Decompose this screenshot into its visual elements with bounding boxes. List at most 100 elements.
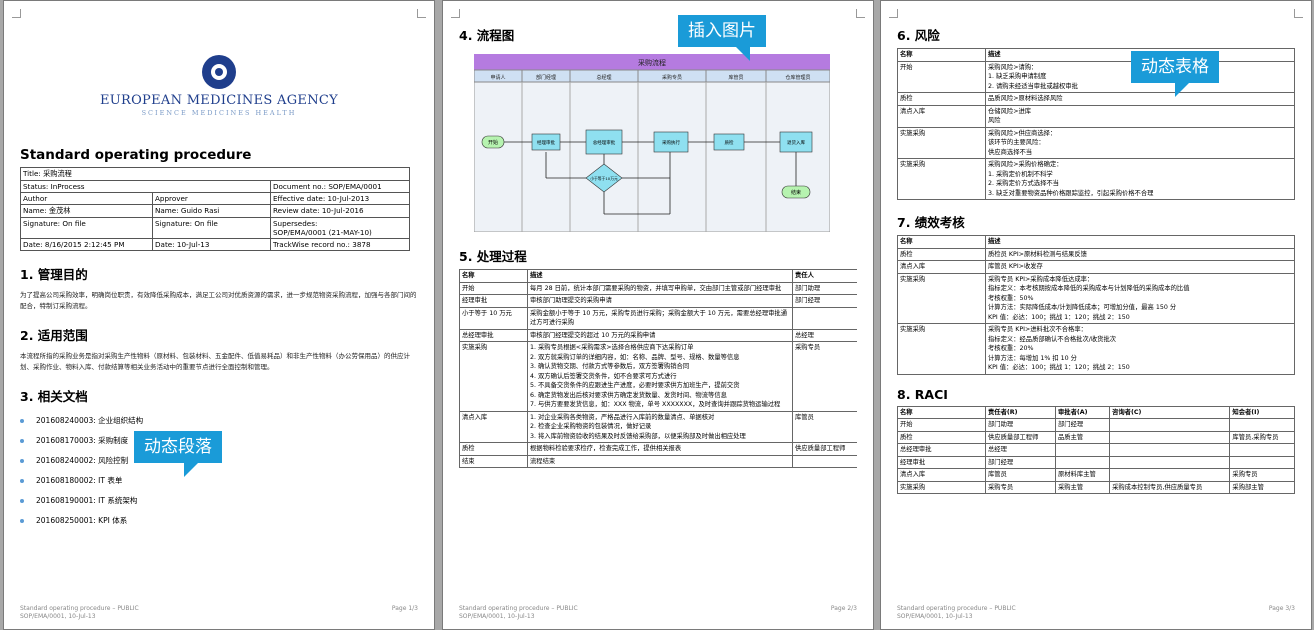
table-cell[interactable]: 采购成本控制专员,供应质量专员 <box>1109 480 1231 494</box>
table-cell[interactable]: 供应质量部工程师 <box>985 430 1056 444</box>
table-cell[interactable]: 经理审批 <box>459 294 528 308</box>
meta-sig1[interactable]: Signature: On file <box>20 217 153 239</box>
list-item[interactable]: 201608240002: 风险控制 <box>20 451 418 471</box>
table-cell[interactable] <box>1229 443 1295 457</box>
table-row: 结束流程结束 <box>459 454 857 468</box>
table-cell[interactable] <box>1109 430 1231 444</box>
table-cell[interactable]: 开始 <box>897 418 986 432</box>
table-cell[interactable]: 采购部主管 <box>1229 480 1295 494</box>
table-cell[interactable]: 采购风险>采购价格确定： 1. 采购定价机制不科学 2. 采购定价方式选择不当 … <box>985 158 1295 200</box>
table-cell[interactable]: 采购专员 <box>1229 468 1295 482</box>
meta-supersedes[interactable]: Supersedes:SOP/EMA/0001 (21-MAY-10) <box>270 217 410 239</box>
section-paragraph[interactable]: 为了提高公司采购效率，明确岗位职责，有效降低采购成本，满足工公司对优质资源的需求… <box>20 291 417 310</box>
table-cell[interactable]: 审核部门经理提交的超过 10 万元的采购申请 <box>527 328 793 342</box>
table-cell[interactable] <box>1054 443 1111 457</box>
table-cell[interactable]: 库管员 <box>792 410 857 443</box>
section-heading: 1. 管理目的 <box>20 267 88 282</box>
meta-date1[interactable]: Date: 8/16/2015 2:12:45 PM <box>20 238 153 251</box>
list-item[interactable]: 201608170003: 采购制度 <box>20 431 418 451</box>
table-cell[interactable]: 采购专员 <box>985 480 1056 494</box>
table-cell[interactable] <box>1109 443 1231 457</box>
table-cell[interactable]: 部门经理 <box>792 294 857 308</box>
table-cell[interactable]: 1. 采购专员根据<采购需求>选择合格供应商下达采购订单 2. 双方就采购订单的… <box>527 341 793 412</box>
table-cell[interactable]: 经理审批 <box>897 455 986 469</box>
table-cell[interactable] <box>1229 455 1295 469</box>
table-cell[interactable]: 实施采购 <box>897 323 986 375</box>
table-cell[interactable]: 实施采购 <box>459 341 528 412</box>
table-cell[interactable]: 库管员 KPI>收发存 <box>985 260 1295 274</box>
table-cell[interactable]: 采购风险>供应商选择： 该环节的主要风险： 供应商选择不当 <box>985 126 1295 159</box>
table-cell[interactable]: 清点入库 <box>897 260 986 274</box>
table-cell[interactable]: 结束 <box>459 454 528 468</box>
table-cell[interactable]: 清点入库 <box>897 104 986 128</box>
table-cell[interactable]: 实施采购 <box>897 126 986 159</box>
table-cell[interactable]: 采购金额小于等于 10 万元，采购专员进行采购；采购金额大于 10 万元，需要总… <box>527 306 793 330</box>
table-cell[interactable]: 质检 <box>897 430 986 444</box>
table-cell[interactable]: 清点入库 <box>459 410 528 443</box>
table-cell[interactable]: 质检 <box>459 442 528 456</box>
table-cell[interactable] <box>1054 455 1111 469</box>
flowchart-image[interactable]: 采购流程 申请人 部门经理 总经理 采购专员 库管员 仓库管理员 开始 经理审 <box>473 53 831 233</box>
table-cell[interactable] <box>792 454 857 468</box>
table-cell[interactable]: 实施采购 <box>897 272 986 324</box>
table-cell[interactable] <box>1109 418 1231 432</box>
table-cell[interactable]: 库管员,采购专员 <box>1229 430 1295 444</box>
table-cell[interactable]: 质检 <box>897 247 986 261</box>
section-heading: 8. RACI <box>897 386 948 402</box>
table-cell[interactable]: 质检 <box>897 92 986 106</box>
table-cell[interactable] <box>792 306 857 330</box>
table-cell[interactable]: 部门助理 <box>792 281 857 295</box>
table-cell[interactable]: 流程结束 <box>527 454 793 468</box>
table-cell[interactable]: 供应质量部工程师 <box>792 442 857 456</box>
table-cell[interactable]: 实施采购 <box>897 480 986 494</box>
table-cell[interactable]: 部门经理 <box>1054 418 1111 432</box>
table-cell[interactable]: 总经理 <box>792 328 857 342</box>
table-cell[interactable]: 部门助理 <box>985 418 1056 432</box>
page-footer: Standard operating procedure – PUBLIC SO… <box>459 605 857 621</box>
table-cell[interactable]: 清点入库 <box>897 468 986 482</box>
list-item[interactable]: 201608250001: KPI 体系 <box>20 511 418 531</box>
table-cell[interactable] <box>1109 468 1231 482</box>
table-cell[interactable]: 采购专员 <box>792 341 857 412</box>
table-cell[interactable]: 原材料库主管 <box>1054 468 1111 482</box>
table-cell[interactable]: 品质风险>原材料选择风险 <box>985 92 1295 106</box>
table-cell[interactable]: 小于等于 10 万元 <box>459 306 528 330</box>
section-paragraph[interactable]: 本流程所指的采购业务是指对采购生产性物料（原材料、包装材料、五金配件、低值易耗品… <box>20 352 410 371</box>
meta-name2[interactable]: Name: Guido Rasi <box>152 204 271 218</box>
table-cell[interactable] <box>1109 455 1231 469</box>
list-item[interactable]: 201608190001: IT 系统架构 <box>20 491 418 511</box>
table-cell[interactable]: 采购专员 KPI>进料批次不合格率： 指标定义：经品质部确认不合格批次/收货批次… <box>985 323 1295 375</box>
meta-name1[interactable]: Name: 金茂林 <box>20 204 153 218</box>
table-cell[interactable]: 部门经理 <box>985 455 1056 469</box>
table-cell[interactable]: 仓储风险>进库 风险 <box>985 104 1295 128</box>
table-cell[interactable] <box>1229 418 1295 432</box>
list-item[interactable]: 201608240003: 企业组织结构 <box>20 411 418 431</box>
table-cell[interactable]: 开始 <box>897 60 986 93</box>
meta-docno[interactable]: Document no.: SOP/EMA/0001 <box>270 180 410 193</box>
meta-review[interactable]: Review date: 10-Jul-2016 <box>270 204 410 218</box>
lane-label: 采购专员 <box>662 74 682 81</box>
callout-dynamic-table: 动态表格 <box>1131 51 1219 97</box>
table-cell[interactable]: 质检员 KPI>原材料检测与结果反馈 <box>985 247 1295 261</box>
table-cell[interactable]: 总经理审批 <box>459 328 528 342</box>
meta-sig2[interactable]: Signature: On file <box>152 217 271 239</box>
table-cell[interactable]: 根据物料检验要求检疗，检查完成工作，提供相关报表 <box>527 442 793 456</box>
table-cell[interactable]: 1. 对企业采购各类物资，严格品进行入库前的数量清点、单据核对 2. 检查企业采… <box>527 410 793 443</box>
meta-date2[interactable]: Date: 10-Jul-13 <box>152 238 271 251</box>
table-cell[interactable]: 品质主管 <box>1054 430 1111 444</box>
meta-trackwise[interactable]: TrackWise record no.: 3878 <box>270 238 410 251</box>
meta-effdate[interactable]: Effective date: 10-Jul-2013 <box>270 192 410 205</box>
table-cell[interactable]: 审核部门助理提交的采购申请 <box>527 294 793 308</box>
table-cell[interactable]: 库管员 <box>985 468 1056 482</box>
table-cell[interactable]: 总经理审批 <box>897 443 986 457</box>
ema-logo-icon <box>202 55 236 89</box>
table-cell[interactable]: 总经理 <box>985 443 1056 457</box>
list-item[interactable]: 201608180002: IT 表单 <box>20 471 418 491</box>
table-cell[interactable]: 每月 28 日前，统计本部门需要采购的物资，并填写申购单，交由部门主管或部门经理… <box>527 281 793 295</box>
meta-status[interactable]: Status: InProcess <box>20 180 271 193</box>
meta-title[interactable]: Title: 采购流程 <box>20 167 410 181</box>
table-cell[interactable]: 开始 <box>459 281 528 295</box>
table-cell[interactable]: 采购主管 <box>1054 480 1111 494</box>
table-cell[interactable]: 实施采购 <box>897 158 986 200</box>
table-cell[interactable]: 采购专员 KPI>采购成本降低达成率： 指标定义：本考核期按成本降低的采购成本与… <box>985 272 1295 324</box>
